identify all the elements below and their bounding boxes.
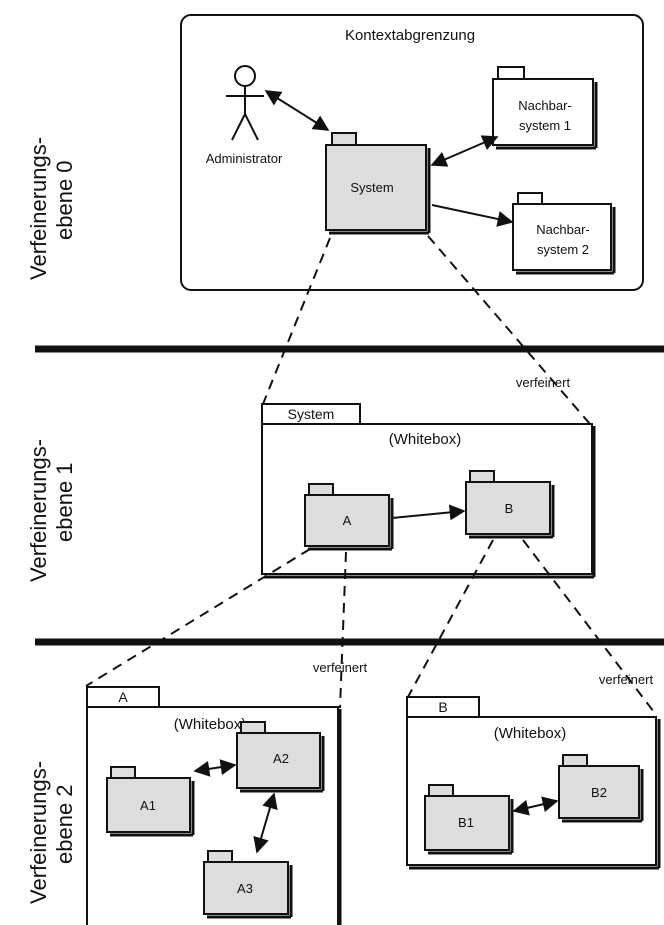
a2-a3-arrow — [253, 792, 278, 854]
whitebox-title-b: (Whitebox) — [494, 725, 567, 742]
svg-text:ebene 1: ebene 1 — [52, 462, 77, 542]
b-tab-label: B — [438, 699, 447, 715]
admin-system-arrow — [264, 90, 330, 131]
package-a1-label: A1 — [140, 798, 156, 813]
system-neighbor2-arrow — [431, 204, 514, 227]
package-a3[interactable] — [203, 850, 293, 919]
package-b-label: B — [505, 501, 514, 516]
refinement-lines-0-1 — [262, 235, 591, 425]
neighbor-1-line1: Nachbar- — [518, 98, 571, 113]
package-b[interactable] — [465, 470, 555, 539]
package-a2-label: A2 — [273, 751, 289, 766]
package-a[interactable] — [304, 483, 394, 551]
svg-text:ebene 0: ebene 0 — [52, 160, 77, 240]
context-title: Kontextabgrenzung — [345, 27, 475, 44]
svg-text:Verfeinerungs-: Verfeinerungs- — [26, 439, 51, 582]
whitebox-title-a: (Whitebox) — [174, 716, 247, 733]
system-tab-label: System — [288, 406, 335, 422]
neighbor-1-line2: system 1 — [519, 118, 571, 133]
neighbor-2-line2: system 2 — [537, 242, 589, 257]
svg-text:Verfeinerungs-: Verfeinerungs- — [26, 761, 51, 904]
package-a1[interactable] — [106, 766, 195, 837]
administrator-label: Administrator — [206, 151, 283, 166]
level2-label: Verfeinerungs- ebene 2 — [26, 761, 77, 904]
a-tab-label: A — [118, 689, 128, 705]
svg-text:Verfeinerungs-: Verfeinerungs- — [26, 137, 51, 280]
level1-label: Verfeinerungs- ebene 1 — [26, 439, 77, 582]
system-package[interactable] — [325, 132, 431, 235]
level0-label: Verfeinerungs- ebene 0 — [26, 137, 77, 280]
package-b2[interactable] — [558, 754, 644, 823]
package-b2-label: B2 — [591, 785, 607, 800]
package-b1[interactable] — [424, 784, 514, 855]
a1-a2-arrow — [193, 759, 237, 777]
refined-label-b: verfeinert — [599, 672, 654, 687]
refined-label-a: verfeinert — [313, 660, 368, 675]
neighbor-system-1-package[interactable] — [492, 66, 598, 150]
administrator-actor-icon — [226, 65, 264, 141]
b1-b2-arrow — [512, 796, 559, 816]
neighbor-2-line1: Nachbar- — [536, 222, 589, 237]
refinement-lines-1-2 — [85, 539, 658, 717]
package-a3-label: A3 — [237, 881, 253, 896]
package-b1-label: B1 — [458, 815, 474, 830]
whitebox-title-level1: (Whitebox) — [389, 431, 462, 448]
package-a2[interactable] — [236, 721, 325, 793]
refined-label-level1: verfeinert — [516, 375, 571, 390]
a-to-b-arrow — [391, 504, 466, 521]
system-label: System — [350, 180, 393, 195]
system-neighbor1-arrow — [430, 135, 499, 167]
package-a-label: A — [343, 513, 352, 528]
svg-text:ebene 2: ebene 2 — [52, 784, 77, 864]
neighbor-system-2-package[interactable] — [512, 192, 616, 275]
